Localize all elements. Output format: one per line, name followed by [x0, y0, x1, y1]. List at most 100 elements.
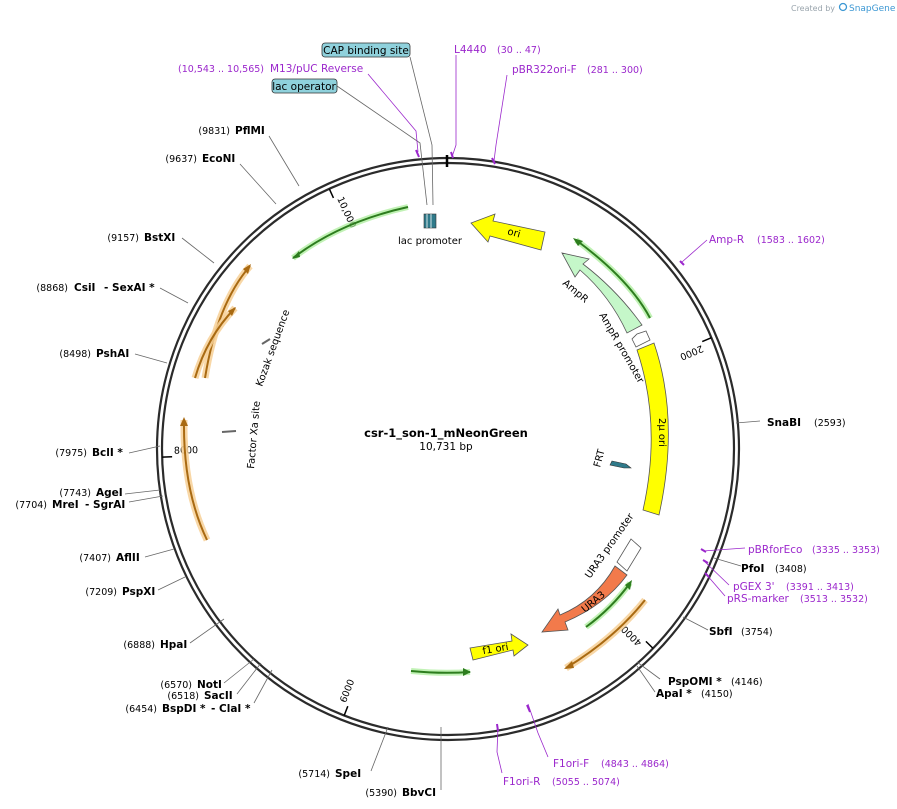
site-pspomi[interactable]: PspOMI * (4146): [668, 676, 763, 688]
ori-feature[interactable]: ori: [470, 213, 546, 251]
tick-mark: [343, 705, 349, 716]
two-micron-ori-feature[interactable]: 2μ ori: [636, 342, 669, 516]
ampr-label: AmpR: [560, 278, 590, 306]
svg-text:(3754): (3754): [741, 627, 773, 638]
svg-text:(4146): (4146): [731, 677, 763, 688]
site-leaders: [124, 135, 761, 790]
svg-text:PspOMI *: PspOMI *: [668, 676, 722, 688]
cds-arcs-orange: [180, 263, 648, 671]
svg-text:(7407): (7407): [79, 553, 111, 564]
site-bstxi[interactable]: (9157) BstXI: [107, 232, 175, 244]
svg-text:(6518): (6518): [167, 691, 199, 702]
svg-text:(6570): (6570): [160, 680, 192, 691]
site-aflii[interactable]: (7407) AflII: [79, 552, 139, 564]
primer-f1ori-r[interactable]: F1ori-R (5055 .. 5074): [503, 776, 620, 788]
site-spei[interactable]: (5714) SpeI: [298, 768, 361, 780]
svg-text:F1ori-F: F1ori-F: [553, 758, 589, 770]
site-hpai[interactable]: (6888) HpaI: [123, 639, 187, 651]
svg-text:(5714): (5714): [298, 769, 330, 780]
lac-promoter-feature[interactable]: lac promoter: [398, 213, 463, 247]
primer-marks: [415, 149, 710, 732]
site-snabi[interactable]: SnaBI (2593): [767, 417, 846, 429]
svg-text:(8498): (8498): [59, 349, 91, 360]
ori-label: ori: [506, 226, 521, 240]
site-bspdi-clai[interactable]: (6454) BspDI * - ClaI *: [125, 703, 251, 715]
tag-cap-binding-site-text: CAP binding site: [323, 45, 409, 57]
svg-text:BclI *: BclI *: [92, 447, 123, 459]
tag-cap-binding-site[interactable]: CAP binding site: [321, 42, 411, 58]
tick-mark: [645, 640, 654, 649]
plasmid-name: csr-1_son-1_mNeonGreen: [364, 426, 528, 441]
tick-mark: [328, 188, 335, 199]
snapgene-credit: Created by SnapGene: [791, 2, 896, 14]
svg-text:(7209): (7209): [85, 587, 117, 598]
f1-ori-feature[interactable]: f1 ori: [469, 633, 529, 661]
site-sacii[interactable]: (6518) SacII: [167, 690, 232, 702]
cds-arcs-green: [291, 204, 653, 676]
site-pflmi[interactable]: (9831) PflMI: [198, 125, 264, 137]
svg-text:BbvCI: BbvCI: [402, 787, 436, 799]
plasmid-title-block: csr-1_son-1_mNeonGreen 10,731 bp: [364, 426, 528, 453]
tick-mark: [701, 336, 712, 343]
svg-text:pRS-marker: pRS-marker: [727, 593, 790, 605]
site-sbfi[interactable]: SbfI (3754): [709, 626, 773, 638]
primer-labels: (10,543 .. 10,565) M13/pUC Reverse L4440…: [178, 44, 880, 788]
primer-prs-marker[interactable]: pRS-marker (3513 .. 3532): [727, 593, 868, 605]
primer-pbr322ori-f[interactable]: pBR322ori-F (281 .. 300): [512, 64, 643, 76]
svg-text:SacII: SacII: [204, 690, 233, 702]
svg-text:SbfI: SbfI: [709, 626, 733, 638]
svg-text:(281 .. 300): (281 .. 300): [587, 65, 643, 76]
kozak-feature[interactable]: Kozak sequence: [254, 308, 292, 388]
site-csii-sexai[interactable]: (8868) CsiI - SexAI *: [36, 282, 155, 294]
site-apai[interactable]: ApaI * (4150): [656, 688, 733, 700]
svg-text:ApaI *: ApaI *: [656, 688, 692, 700]
svg-text:(4150): (4150): [701, 689, 733, 700]
site-noti[interactable]: (6570) NotI: [160, 679, 222, 691]
site-pspxi[interactable]: (7209) PspXI: [85, 586, 155, 598]
svg-text:NotI: NotI: [197, 679, 222, 691]
svg-text:Amp-R: Amp-R: [709, 234, 744, 246]
primer-pbrforeco[interactable]: pBRforEco (3335 .. 3353): [748, 544, 880, 556]
primer-l4440[interactable]: L4440 (30 .. 47): [454, 44, 541, 56]
primer-pgex-3[interactable]: pGEX 3' (3391 .. 3413): [733, 581, 854, 593]
svg-text:- SgrAI: - SgrAI: [85, 499, 125, 511]
frt-label: FRT: [592, 447, 608, 468]
site-mrei-sgrai[interactable]: (7704) MreI - SgrAI: [15, 499, 125, 511]
svg-text:(5390): (5390): [365, 788, 397, 799]
primer-f1ori-f[interactable]: F1ori-F (4843 .. 4864): [553, 758, 669, 770]
svg-text:(3408): (3408): [775, 564, 807, 575]
kozak-label: Kozak sequence: [254, 308, 292, 388]
svg-text:CsiI: CsiI: [74, 282, 95, 294]
svg-text:(10,543 .. 10,565): (10,543 .. 10,565): [178, 64, 264, 75]
svg-text:BspDI *: BspDI *: [162, 703, 206, 715]
svg-text:pBRforEco: pBRforEco: [748, 544, 802, 556]
site-bbvci[interactable]: (5390) BbvCI: [365, 787, 436, 799]
svg-text:(1583 .. 1602): (1583 .. 1602): [757, 235, 825, 246]
factor-xa-label: Factor Xa site: [246, 401, 263, 470]
svg-text:(6454): (6454): [125, 704, 157, 715]
primer-amp-r[interactable]: Amp-R (1583 .. 1602): [709, 234, 825, 246]
primer-m13-puc-reverse[interactable]: (10,543 .. 10,565) M13/pUC Reverse: [178, 63, 363, 75]
svg-text:(9157): (9157): [107, 233, 139, 244]
svg-text:AgeI: AgeI: [96, 487, 123, 499]
svg-text:SpeI: SpeI: [335, 768, 361, 780]
site-bcli[interactable]: (7975) BclI *: [55, 447, 123, 459]
svg-text:HpaI: HpaI: [160, 639, 187, 651]
factor-xa-feature[interactable]: Factor Xa site: [221, 401, 263, 470]
plasmid-length: 10,731 bp: [419, 441, 473, 453]
svg-text:M13/pUC Reverse: M13/pUC Reverse: [270, 63, 363, 75]
frt-feature[interactable]: FRT: [592, 447, 632, 469]
site-pshai[interactable]: (8498) PshAI: [59, 348, 129, 360]
site-pfoi[interactable]: PfoI (3408): [741, 563, 807, 575]
snapgene-logo-icon: [838, 2, 848, 12]
site-agei[interactable]: (7743) AgeI: [59, 487, 122, 499]
site-econi[interactable]: (9637) EcoNI: [165, 153, 235, 165]
svg-text:- ClaI *: - ClaI *: [211, 703, 251, 715]
tag-lac-operator[interactable]: lac operator: [271, 78, 338, 94]
svg-text:PspXI: PspXI: [122, 586, 155, 598]
svg-text:(4843 .. 4864): (4843 .. 4864): [601, 759, 669, 770]
svg-text:(2593): (2593): [814, 418, 846, 429]
primer-leaders: [367, 55, 746, 774]
svg-text:(9831): (9831): [198, 126, 230, 137]
